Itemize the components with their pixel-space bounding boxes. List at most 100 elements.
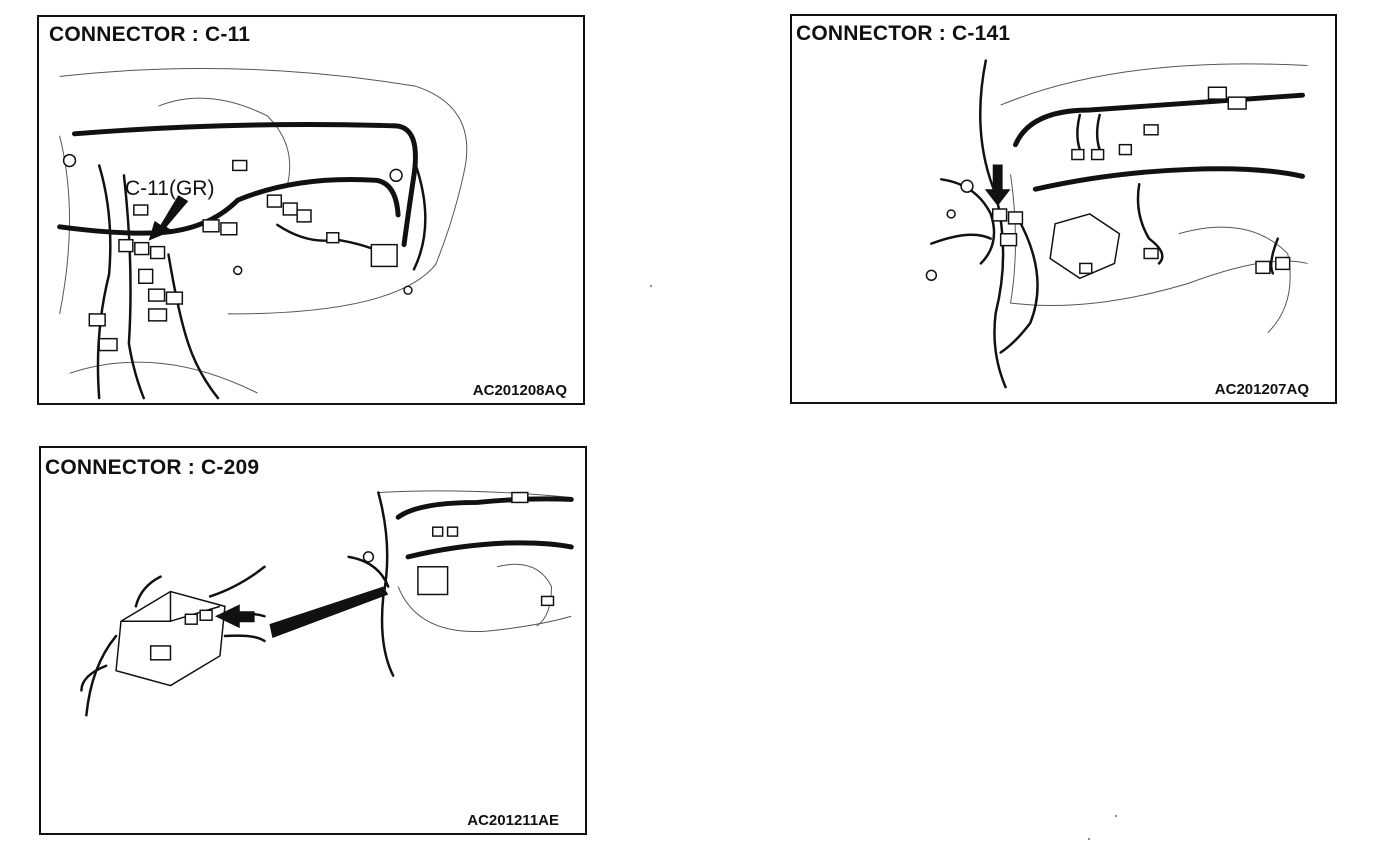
vertical-wire-b	[167, 253, 220, 400]
connector-wire	[80, 664, 108, 692]
connector-block	[296, 209, 312, 223]
dashboard-outline	[378, 490, 572, 498]
connector-wire	[85, 634, 118, 717]
connector-block	[511, 491, 529, 504]
grommet	[960, 179, 974, 193]
c209-harness-illustration	[80, 490, 574, 717]
connector-block	[540, 595, 555, 607]
pointer-arrow	[148, 195, 189, 241]
vertical-wire	[377, 491, 395, 677]
grommet	[389, 168, 403, 183]
figure-code: AC201207AQ	[1214, 381, 1309, 398]
figure-code: AC201208AQ	[472, 382, 567, 399]
scan-speck	[650, 285, 652, 287]
floor-outline	[69, 361, 258, 394]
scan-speck	[1088, 838, 1090, 840]
vertical-wire-c	[96, 164, 112, 400]
connector-block	[118, 238, 134, 253]
connector-block	[991, 208, 1008, 222]
connector-block	[1071, 148, 1085, 161]
c141-harness-illustration	[925, 59, 1308, 389]
junction-block	[417, 566, 449, 596]
connector-c141-panel: CONNECTOR : C-141 AC201207AQ	[790, 14, 1337, 404]
connector-block	[149, 245, 166, 260]
connector-block	[1275, 256, 1291, 271]
connector-block	[1143, 247, 1159, 260]
mid-wire	[1136, 183, 1164, 265]
connector-block	[266, 194, 283, 208]
connector-block	[999, 233, 1018, 247]
connector-block	[98, 337, 118, 352]
connector-block	[134, 241, 150, 256]
main-harness	[405, 540, 574, 560]
c11-harness-illustration	[57, 67, 468, 400]
connector-callout: C-11(GR)	[125, 177, 215, 200]
drop-wire	[1095, 113, 1101, 151]
junction-block	[1049, 213, 1121, 280]
connector-c209-panel: CONNECTOR : C-209 AC201211AE	[39, 446, 587, 835]
ground-terminal	[946, 209, 956, 219]
drop-wire	[1076, 113, 1082, 151]
dashboard-outline	[59, 67, 468, 315]
panel-title: CONNECTOR : C-11	[49, 23, 251, 46]
upper-harness	[1013, 92, 1305, 148]
panel-title: CONNECTOR : C-209	[45, 456, 260, 479]
connector-wire	[223, 634, 266, 643]
cross-harness	[57, 177, 401, 236]
connector-block	[1227, 96, 1247, 110]
zoom-pointer	[269, 586, 389, 639]
pillar-outline	[59, 135, 70, 315]
ground-terminal	[925, 269, 938, 282]
connector-block	[432, 526, 444, 537]
connector-c11-panel: CONNECTOR : C-11 C-11(GR) AC201208AQ	[37, 15, 585, 405]
right-wire	[412, 164, 427, 271]
scan-speck	[1115, 815, 1117, 817]
connector-block	[1207, 86, 1228, 100]
connector-wire	[208, 565, 266, 598]
ground-terminal	[233, 265, 243, 276]
connector-block	[147, 308, 168, 322]
connector-block	[282, 202, 298, 216]
connector-block	[1118, 143, 1133, 156]
grommet	[62, 153, 77, 168]
connector-block	[1143, 124, 1159, 136]
vertical-wire-a	[122, 174, 145, 400]
connector-block	[88, 313, 106, 327]
dashboard-outline	[1000, 63, 1308, 106]
connector-block	[138, 268, 154, 284]
pointer-arrow	[984, 164, 1011, 207]
main-harness	[71, 122, 418, 248]
ground-terminal	[403, 285, 413, 295]
connector-block	[165, 291, 184, 305]
figure-code: AC201211AE	[467, 812, 559, 829]
branch-wire	[999, 212, 1039, 354]
drop-wire	[1269, 237, 1280, 275]
upper-harness	[395, 496, 574, 520]
main-harness	[1032, 166, 1305, 192]
connector-block	[220, 222, 238, 236]
connector-cavity	[149, 645, 172, 661]
left-wire	[347, 555, 390, 588]
connector-block	[1079, 262, 1093, 275]
connector-cavity	[199, 609, 213, 621]
connector-block	[1007, 211, 1024, 225]
ground-wire	[930, 233, 992, 245]
grommet	[362, 551, 375, 563]
left-wire	[940, 178, 996, 265]
connector-block	[133, 204, 149, 216]
connector-block	[326, 232, 340, 244]
dashboard-curve	[158, 97, 291, 186]
glovebox-outline	[496, 563, 553, 627]
connector-block	[232, 159, 248, 172]
dashboard-lower	[397, 586, 572, 633]
connector-block	[202, 219, 220, 233]
panel-title: CONNECTOR : C-141	[796, 22, 1011, 45]
connector-block	[147, 288, 166, 302]
connector-block	[1090, 148, 1105, 161]
connector-cavity	[184, 613, 198, 625]
connector-wire	[134, 575, 162, 608]
relay-block	[370, 243, 398, 268]
glovebox-outline	[1178, 226, 1291, 334]
connector-block	[446, 526, 459, 537]
connector-block	[1255, 260, 1271, 275]
